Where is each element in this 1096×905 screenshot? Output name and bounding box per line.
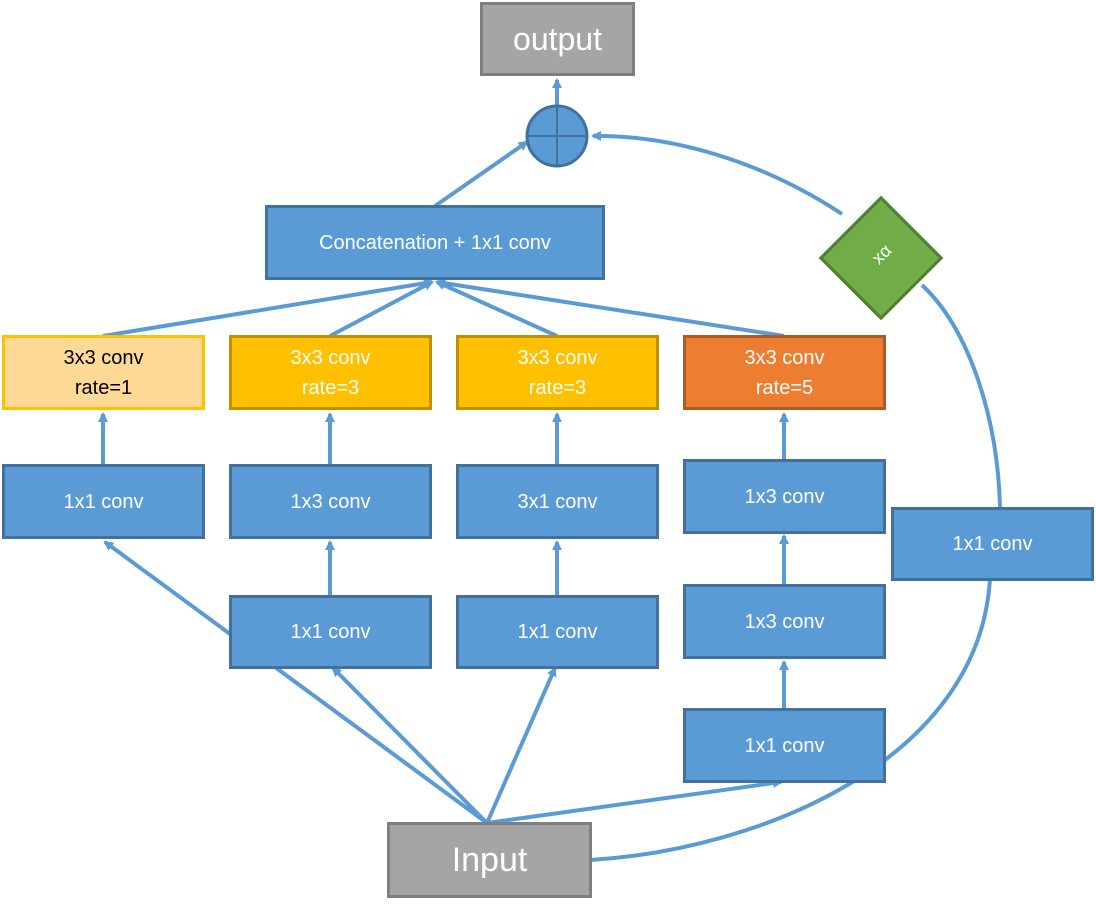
input-box: Input <box>387 822 592 898</box>
arrow-input-to-b3 <box>485 666 557 824</box>
b2-top-box: 3x3 conv rate=3 <box>229 335 432 410</box>
b4-top-label: 3x3 conv <box>744 346 825 369</box>
output-box: output <box>480 2 635 76</box>
b1-mid-box: 1x1 conv <box>2 464 205 539</box>
b3-mid-label: 3x1 conv <box>517 490 598 513</box>
b4-bottom-label: 1x1 conv <box>744 734 825 757</box>
b4-mid2-label: 1x3 conv <box>744 610 825 633</box>
concat-box: Concatenation + 1x1 conv <box>265 205 605 280</box>
arrow-input-to-b4 <box>486 778 783 825</box>
b4-bottom-box: 1x1 conv <box>683 708 886 783</box>
b1-top-box: 3x3 conv rate=1 <box>2 335 205 410</box>
b1-top-rate: rate=1 <box>74 376 133 399</box>
shortcut-box: 1x1 conv <box>891 507 1094 581</box>
output-label: output <box>513 21 602 57</box>
b1-mid-label: 1x1 conv <box>63 490 144 513</box>
b4-mid2-box: 1x3 conv <box>683 584 886 659</box>
b3-top-rate: rate=3 <box>528 376 587 399</box>
b3-top-box: 3x3 conv rate=3 <box>456 335 659 410</box>
arrow-b1-to-concat <box>102 278 434 338</box>
b2-top-label: 3x3 conv <box>290 346 371 369</box>
b4-mid-label: 1x3 conv <box>744 485 825 508</box>
arrow-input-to-b2 <box>331 666 489 825</box>
b4-top-rate: rate=5 <box>755 376 814 399</box>
arrow-input-to-b1 <box>103 540 489 825</box>
b4-mid-box: 1x3 conv <box>683 459 886 534</box>
curve-input-to-shortcut <box>589 577 992 862</box>
b2-mid-box: 1x3 conv <box>229 464 432 539</box>
b3-mid-box: 3x1 conv <box>456 464 659 539</box>
b2-top-rate: rate=3 <box>301 376 360 399</box>
arrow-b2-to-concat <box>329 280 434 338</box>
b3-top-label: 3x3 conv <box>517 346 598 369</box>
b2-mid-label: 1x3 conv <box>290 490 371 513</box>
b2-bottom-box: 1x1 conv <box>229 595 432 669</box>
b3-bottom-box: 1x1 conv <box>456 595 659 669</box>
b4-top-box: 3x3 conv rate=5 <box>683 335 886 410</box>
input-label: Input <box>451 841 528 879</box>
b1-top-label: 3x3 conv <box>63 346 144 369</box>
arrow-b4-to-concat <box>435 278 785 338</box>
arrow-scale-to-sum <box>591 130 844 216</box>
arrow-concat-to-sum <box>433 140 529 208</box>
shortcut-label: 1x1 conv <box>952 533 1033 555</box>
b3-bottom-label: 1x1 conv <box>517 621 598 643</box>
arrow-b3-to-concat <box>435 280 558 338</box>
concat-label: Concatenation + 1x1 conv <box>319 231 551 254</box>
b2-bottom-label: 1x1 conv <box>290 621 371 643</box>
curve-shortcut-to-scale <box>920 283 1002 509</box>
